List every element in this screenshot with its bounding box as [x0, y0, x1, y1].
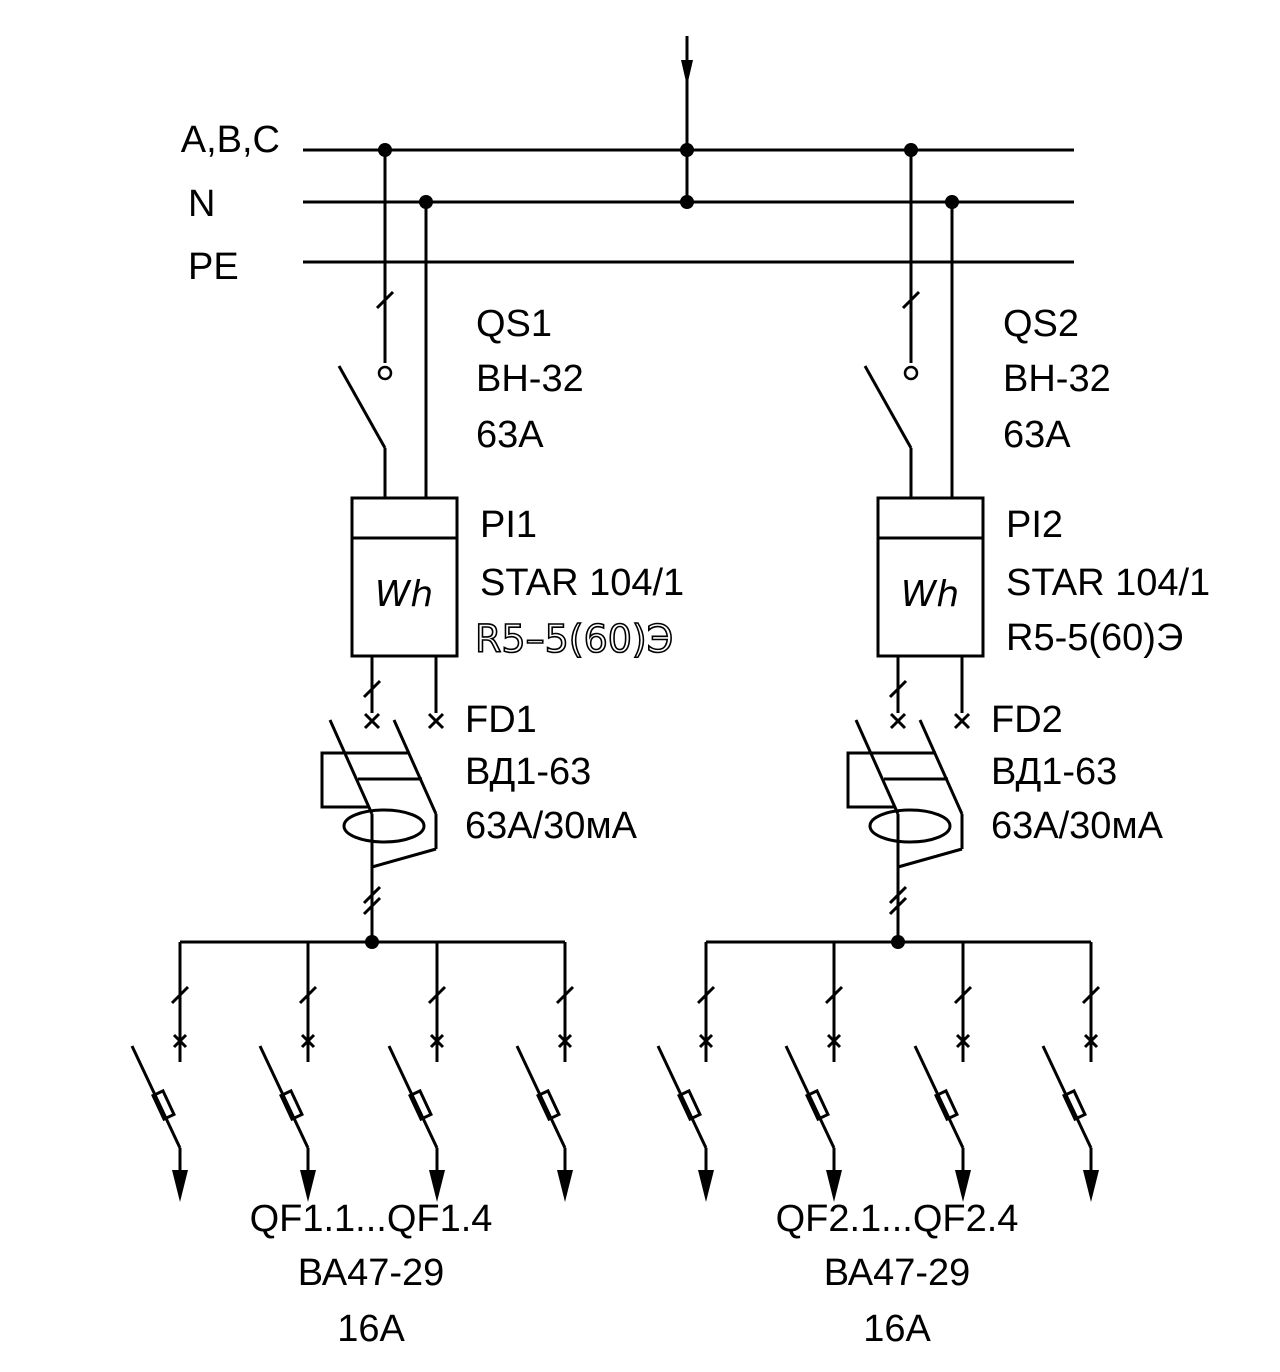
fd1-id: FD1 — [465, 699, 537, 741]
pi2-spec: R5-5(60)Э — [1006, 617, 1183, 659]
qf1-4-breaker — [515, 1033, 575, 1204]
junction-dot — [680, 195, 694, 209]
three-phase-tick — [362, 896, 382, 916]
tick — [555, 985, 575, 1005]
pe-bus-label: PE — [188, 246, 239, 288]
fd1-rcd-symbol — [320, 718, 438, 869]
fd2-id: FD2 — [991, 699, 1063, 741]
pi1-wh-symbol: Wh — [375, 574, 433, 615]
pi2-model: STAR 104/1 — [1006, 562, 1210, 604]
contact-cross — [427, 712, 445, 730]
qs1-blade — [337, 365, 387, 449]
qs1-contact — [377, 365, 393, 381]
pi2-meter-box — [876, 496, 985, 658]
tick — [824, 985, 844, 1005]
three-phase-tick — [888, 896, 908, 916]
qf2-ids: QF2.1...QF2.4 — [776, 1198, 1019, 1240]
pi2-wh-symbol: Wh — [901, 574, 959, 615]
tick — [696, 985, 716, 1005]
fd1-model: ВД1-63 — [465, 751, 591, 793]
tick — [298, 985, 318, 1005]
qf1-rating: 16А — [337, 1308, 405, 1350]
tick — [170, 985, 190, 1005]
qf2-2-breaker — [784, 1033, 844, 1204]
fd2-model: ВД1-63 — [991, 751, 1117, 793]
tick — [427, 985, 447, 1005]
contact-cross — [363, 712, 381, 730]
branch-1: Wh QS1 ВН-32 63А PI1 STAR — [130, 150, 684, 1350]
branch-2: Wh QS2 ВН-32 63А PI2 STAR — [656, 150, 1210, 1350]
qf2-model: ВА47-29 — [824, 1252, 971, 1294]
pi1-spec: R5–5(60)Э — [475, 617, 673, 661]
qs1-model: ВН-32 — [476, 358, 584, 400]
three-phase-tick — [888, 679, 908, 699]
qs2-rating: 63А — [1003, 414, 1071, 456]
three-phase-tick — [888, 885, 908, 905]
qf1-2-breaker — [258, 1033, 318, 1204]
qf1-model: ВА47-29 — [298, 1252, 445, 1294]
tick — [953, 985, 973, 1005]
three-phase-tick — [362, 885, 382, 905]
phase-bus-label: A,B,C — [181, 119, 280, 161]
three-phase-tick — [901, 290, 921, 310]
neutral-bus-label: N — [188, 183, 215, 225]
three-phase-tick — [362, 679, 382, 699]
contact-cross — [889, 712, 907, 730]
qf1-3-breaker — [387, 1033, 447, 1204]
qf2-1-breaker — [656, 1033, 716, 1204]
fd2-rcd-symbol — [846, 718, 964, 869]
qf2-4-breaker — [1041, 1033, 1101, 1204]
qf2-3-breaker — [913, 1033, 973, 1204]
qf2-rating: 16А — [863, 1308, 931, 1350]
fd1-rating: 63А/30мА — [465, 805, 638, 847]
qs1-rating: 63А — [476, 414, 544, 456]
qs2-contact — [903, 365, 919, 381]
qs1-id: QS1 — [476, 303, 552, 345]
qs2-model: ВН-32 — [1003, 358, 1111, 400]
fd2-rating: 63А/30мА — [991, 805, 1164, 847]
qf1-1-breaker — [130, 1033, 190, 1204]
tick — [1081, 985, 1101, 1005]
qs2-id: QS2 — [1003, 303, 1079, 345]
pi2-id: PI2 — [1006, 504, 1063, 546]
pi1-id: PI1 — [480, 504, 537, 546]
junction-dot — [680, 143, 694, 157]
qs2-blade — [863, 365, 913, 449]
incoming-feed-arrow — [681, 60, 693, 86]
pi1-model: STAR 104/1 — [480, 562, 684, 604]
qf1-ids: QF1.1...QF1.4 — [250, 1198, 493, 1240]
pi1-meter-box — [350, 496, 459, 658]
contact-cross — [953, 712, 971, 730]
three-phase-tick — [375, 290, 395, 310]
